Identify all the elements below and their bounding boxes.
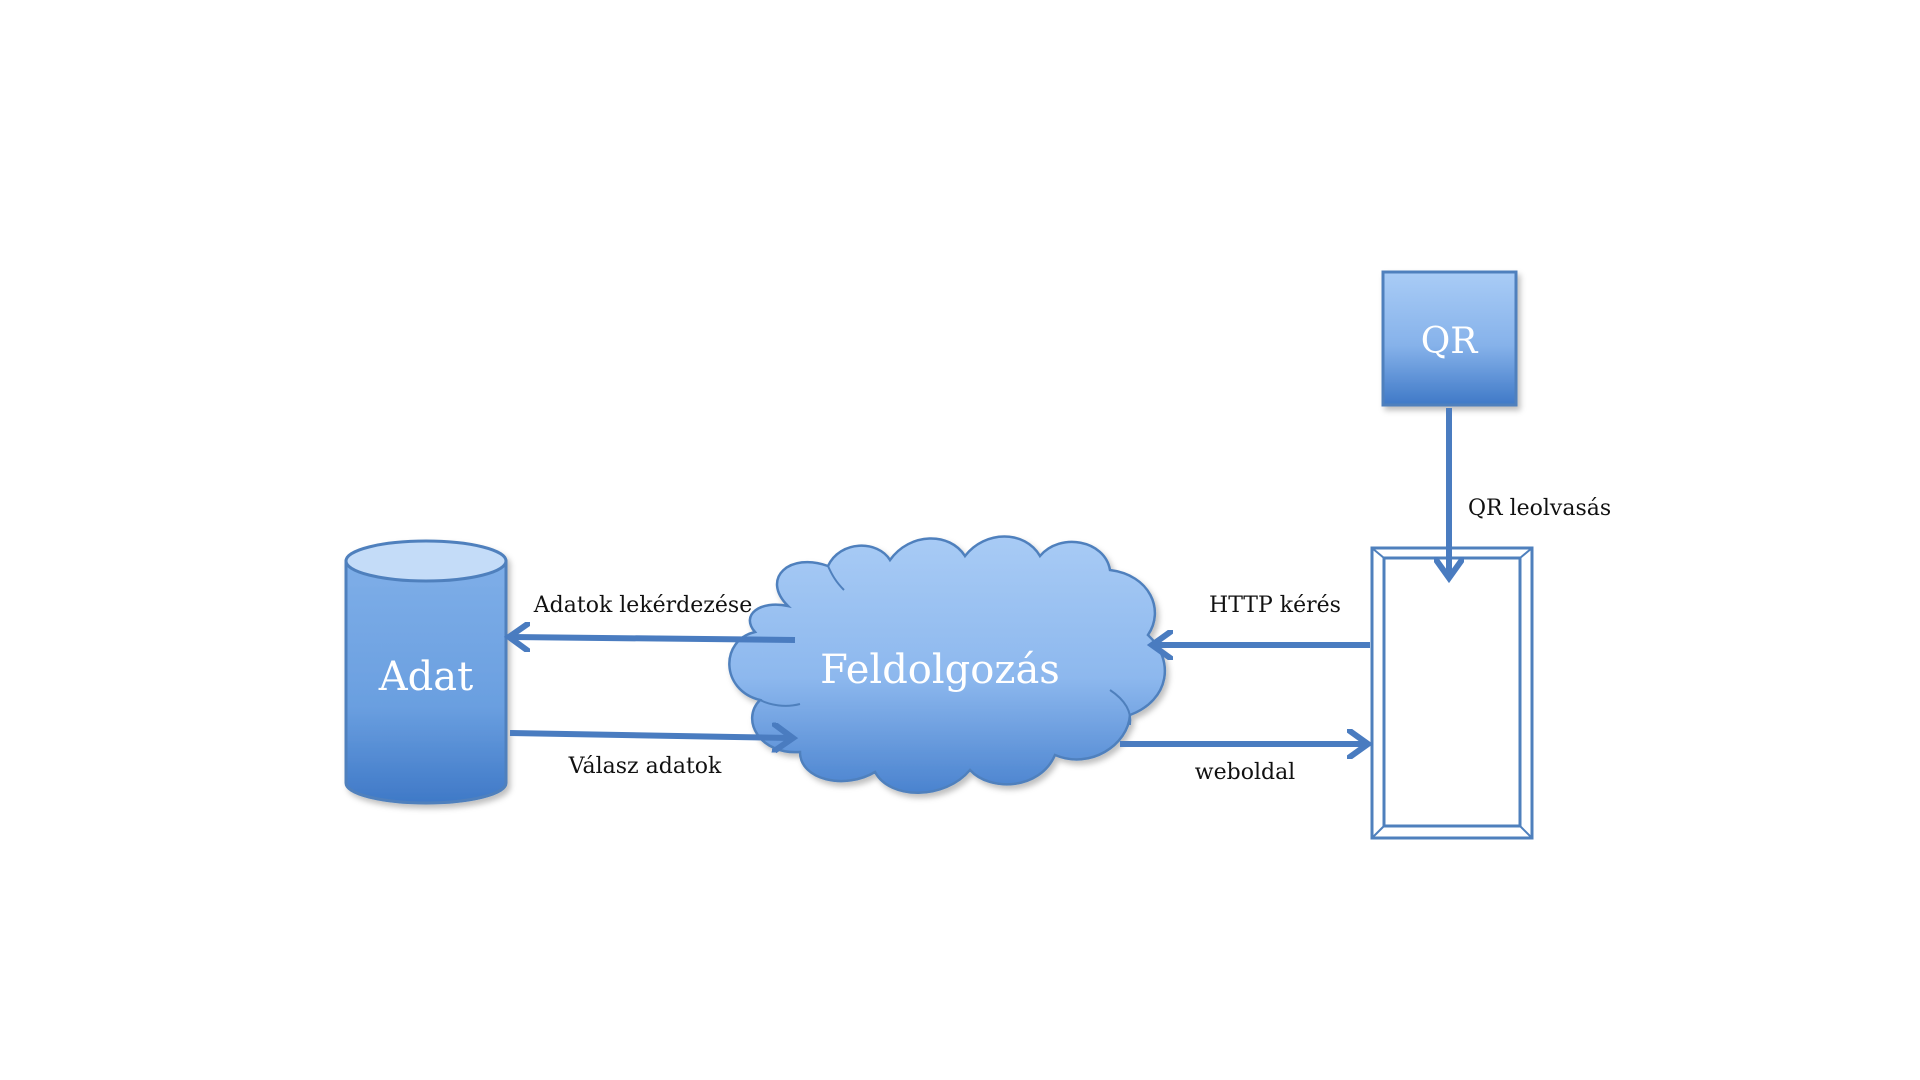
edge-label-response: Válasz adatok xyxy=(568,754,722,779)
phone-bevel-tl xyxy=(1371,547,1385,559)
arrow-query xyxy=(512,637,796,640)
cloud-detail-right xyxy=(1109,689,1132,726)
phone-node xyxy=(1370,546,1534,840)
arrow-response xyxy=(509,733,790,738)
database-cylinder-body xyxy=(344,559,508,805)
database-cylinder-top xyxy=(344,539,508,583)
qr-label: QR xyxy=(1421,321,1479,362)
qr-node xyxy=(1381,270,1518,407)
edge-label-qr-scan: QR leolvasás xyxy=(1468,496,1611,521)
processing-label: Feldolgozás xyxy=(820,647,1060,693)
edge-label-http-request: HTTP kérés xyxy=(1209,593,1341,618)
database-label: Adat xyxy=(378,654,473,700)
arrows xyxy=(510,408,1449,744)
phone-bevel-bl xyxy=(1371,825,1385,839)
qr-box xyxy=(1381,270,1518,407)
phone-bevel-tr xyxy=(1519,547,1533,559)
cloud-detail-top xyxy=(827,565,845,591)
cloud-detail-left xyxy=(759,699,801,707)
edge-label-webpage: weboldal xyxy=(1195,760,1295,785)
database-node xyxy=(344,539,508,805)
edge-label-query: Adatok lekérdezése xyxy=(533,593,752,618)
phone-screen xyxy=(1382,556,1522,828)
processing-node xyxy=(728,535,1166,794)
phone-bevel-br xyxy=(1519,825,1533,839)
